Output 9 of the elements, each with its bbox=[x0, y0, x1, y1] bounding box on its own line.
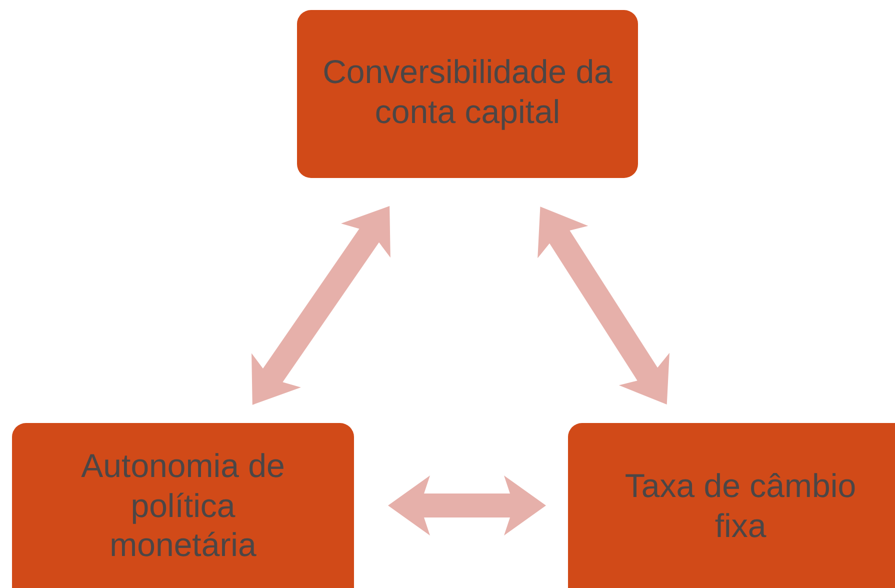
process-box bbox=[297, 10, 638, 178]
box-label: Autonomia de política monetária bbox=[80, 446, 286, 565]
process-box bbox=[568, 423, 895, 588]
process-box bbox=[12, 423, 354, 588]
double-arrow bbox=[388, 476, 546, 536]
box-label: Conversibilidade da conta capital bbox=[322, 52, 614, 132]
double-arrow bbox=[538, 206, 670, 404]
box-label: Taxa de câmbio fixa bbox=[624, 466, 858, 546]
double-arrow bbox=[252, 206, 390, 405]
